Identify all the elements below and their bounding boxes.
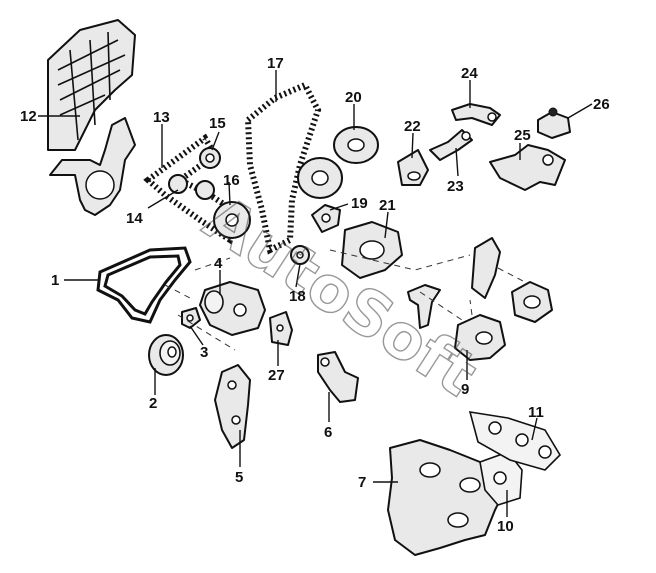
part-17-belt: [244, 81, 322, 255]
callout-7: 7: [358, 474, 366, 491]
callout-2: 2: [149, 395, 157, 412]
part-11-manifold-gasket: [468, 411, 562, 471]
part-27-bracket: [269, 311, 293, 346]
callout-21: 21: [379, 197, 396, 214]
leader-lines: [38, 70, 593, 517]
callout-24: 24: [461, 65, 478, 82]
callout-18: 18: [289, 288, 306, 305]
callout-17: 17: [267, 55, 284, 72]
callout-14: 14: [126, 210, 143, 227]
callout-26: 26: [593, 96, 610, 113]
callout-5: 5: [235, 469, 243, 486]
assembly-guide-lines: [164, 249, 526, 351]
part-20-sprocket: [297, 126, 379, 199]
callout-10: 10: [497, 518, 514, 535]
part-14-pulley: [168, 174, 215, 200]
callout-23: 23: [447, 178, 464, 195]
part-2-pulley: [148, 334, 184, 376]
callout-9: 9: [461, 381, 469, 398]
callout-20: 20: [345, 89, 362, 106]
callout-labels: 1 2 3 4 5 6 7 9 10 11 12 13 14 15 16 17 …: [20, 55, 610, 535]
part-16-camshaft-sprocket: [213, 201, 251, 239]
callout-16: 16: [223, 172, 240, 189]
part-9-bracket-group: [407, 237, 553, 361]
callout-6: 6: [324, 424, 332, 441]
callout-4: 4: [214, 255, 223, 272]
part-25-bracket: [489, 144, 566, 191]
part-12-timing-cover: [47, 19, 136, 216]
part-4-alternator: [199, 281, 266, 336]
part-15-idler-pulley: [199, 147, 221, 169]
callout-15: 15: [209, 115, 226, 132]
callout-13: 13: [153, 109, 170, 126]
callout-22: 22: [404, 118, 421, 135]
callout-27: 27: [268, 367, 285, 384]
callout-11: 11: [528, 404, 544, 421]
callout-19: 19: [351, 195, 368, 212]
part-5-mounting-bracket: [214, 364, 251, 449]
callout-12: 12: [20, 108, 37, 125]
callout-25: 25: [514, 127, 531, 144]
part-1-serpentine-belt: [96, 246, 192, 324]
part-7-manifold: [387, 439, 506, 556]
part-19-tensioner: [311, 204, 341, 233]
part-26-mount: [537, 107, 571, 139]
part-24-link: [451, 103, 501, 126]
part-23-bracket: [429, 129, 473, 161]
part-21-housing: [341, 221, 403, 279]
callout-1: 1: [51, 272, 59, 289]
part-3-spacer: [181, 307, 201, 329]
callout-3: 3: [200, 344, 208, 361]
part-6-engine-mount: [317, 351, 359, 403]
part-22-bushing: [397, 149, 429, 186]
